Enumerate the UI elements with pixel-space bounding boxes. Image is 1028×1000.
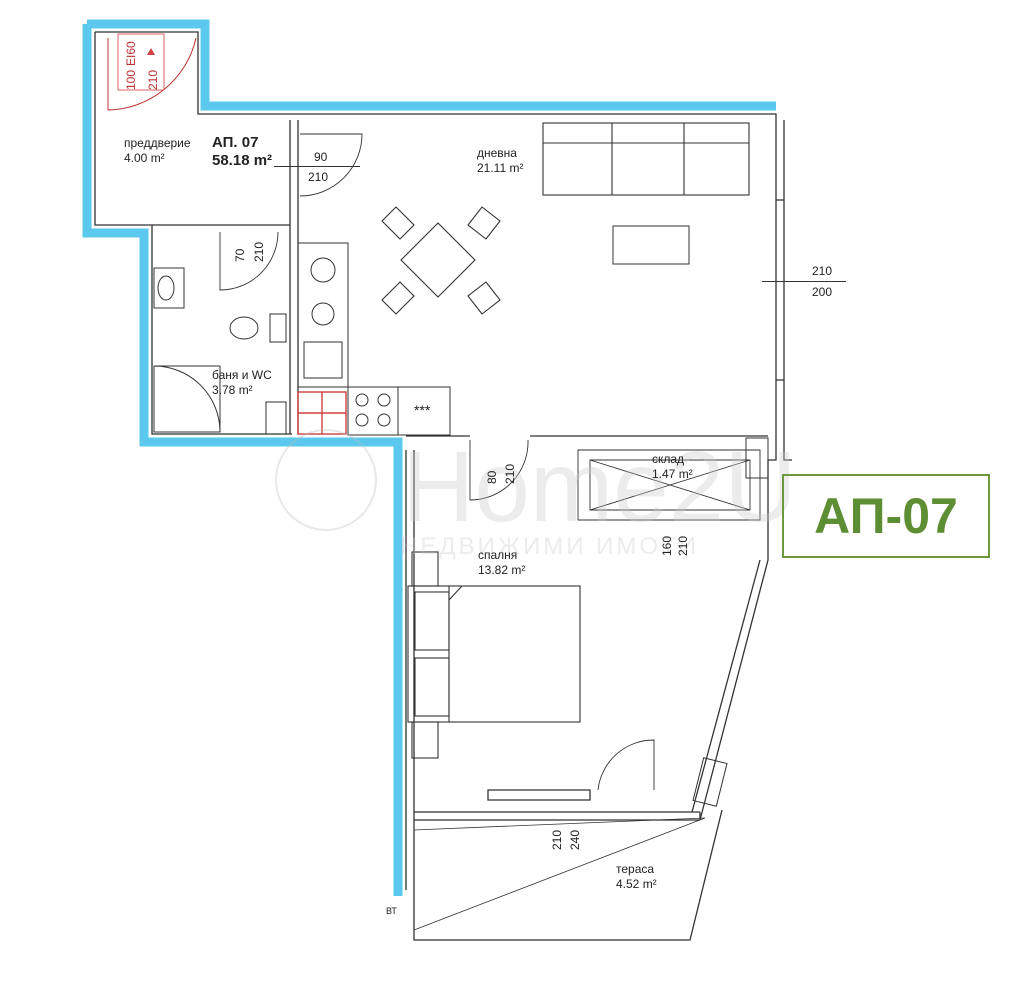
room-name: баня и WC bbox=[212, 368, 272, 382]
kitchen bbox=[265, 242, 451, 436]
apartment-area: 58.18 m² bbox=[212, 152, 273, 169]
dimension-line bbox=[762, 281, 846, 282]
vt-mark: ВТ bbox=[386, 906, 397, 916]
living-door-height: 210 bbox=[308, 170, 329, 184]
room-area: 4.00 m² bbox=[124, 151, 165, 165]
coffee-table bbox=[612, 225, 690, 265]
window-width: 210 bbox=[812, 264, 833, 278]
shared-wall-highlight-top bbox=[87, 19, 776, 111]
watermark-brand: Home2U bbox=[402, 431, 797, 543]
hatched-column bbox=[745, 437, 769, 479]
terrace-door-width: 210 bbox=[550, 829, 564, 850]
living-door-width: 90 bbox=[314, 150, 328, 164]
room-name: тераса bbox=[616, 862, 655, 876]
exit-arrow-icon bbox=[147, 48, 155, 55]
room-area: 13.82 m² bbox=[478, 563, 526, 577]
dining-set bbox=[381, 206, 501, 315]
bedroom-door-height: 210 bbox=[503, 463, 517, 484]
room-area: 1.47 m² bbox=[652, 467, 693, 481]
watermark-tagline: НЕДВИЖИМИ ИМОТИ bbox=[400, 533, 699, 560]
apartment-badge: АП-07 bbox=[782, 474, 990, 558]
entrance-door-rating: EI60 bbox=[124, 41, 138, 66]
bath-door-width: 70 bbox=[233, 248, 247, 262]
apartment-title: АП. 07 bbox=[212, 134, 259, 151]
watermark-logo bbox=[275, 429, 378, 531]
fire-door-label-box bbox=[117, 33, 165, 91]
room-area: 21.11 m² bbox=[477, 161, 524, 175]
dimension-line bbox=[274, 166, 360, 167]
kitchen-cabinets bbox=[297, 391, 347, 435]
storage-door-height: 210 bbox=[676, 535, 690, 556]
room-name: преддверие bbox=[124, 136, 191, 150]
entrance-door-width: 100 bbox=[124, 69, 138, 90]
hatched-column bbox=[692, 757, 728, 807]
room-area: 3.78 m² bbox=[212, 383, 253, 397]
shared-wall-highlight bbox=[82, 24, 403, 896]
sofa bbox=[542, 122, 750, 196]
entrance-door-height: 210 bbox=[146, 69, 160, 90]
bedroom-door-width: 80 bbox=[485, 470, 499, 484]
terrace-door-height: 240 bbox=[568, 829, 582, 850]
storage-door-width: 160 bbox=[660, 535, 674, 556]
room-name: дневна bbox=[477, 146, 517, 160]
room-name: спалня bbox=[478, 548, 518, 562]
bathroom-fixtures bbox=[153, 267, 287, 433]
bath-door-height: 210 bbox=[252, 241, 266, 262]
window-height: 200 bbox=[812, 285, 833, 299]
room-area: 4.52 m² bbox=[616, 877, 657, 891]
entrance-door bbox=[107, 37, 197, 111]
bed bbox=[407, 551, 581, 759]
room-name: склад bbox=[652, 452, 685, 466]
stove-marks: *** bbox=[414, 402, 431, 418]
